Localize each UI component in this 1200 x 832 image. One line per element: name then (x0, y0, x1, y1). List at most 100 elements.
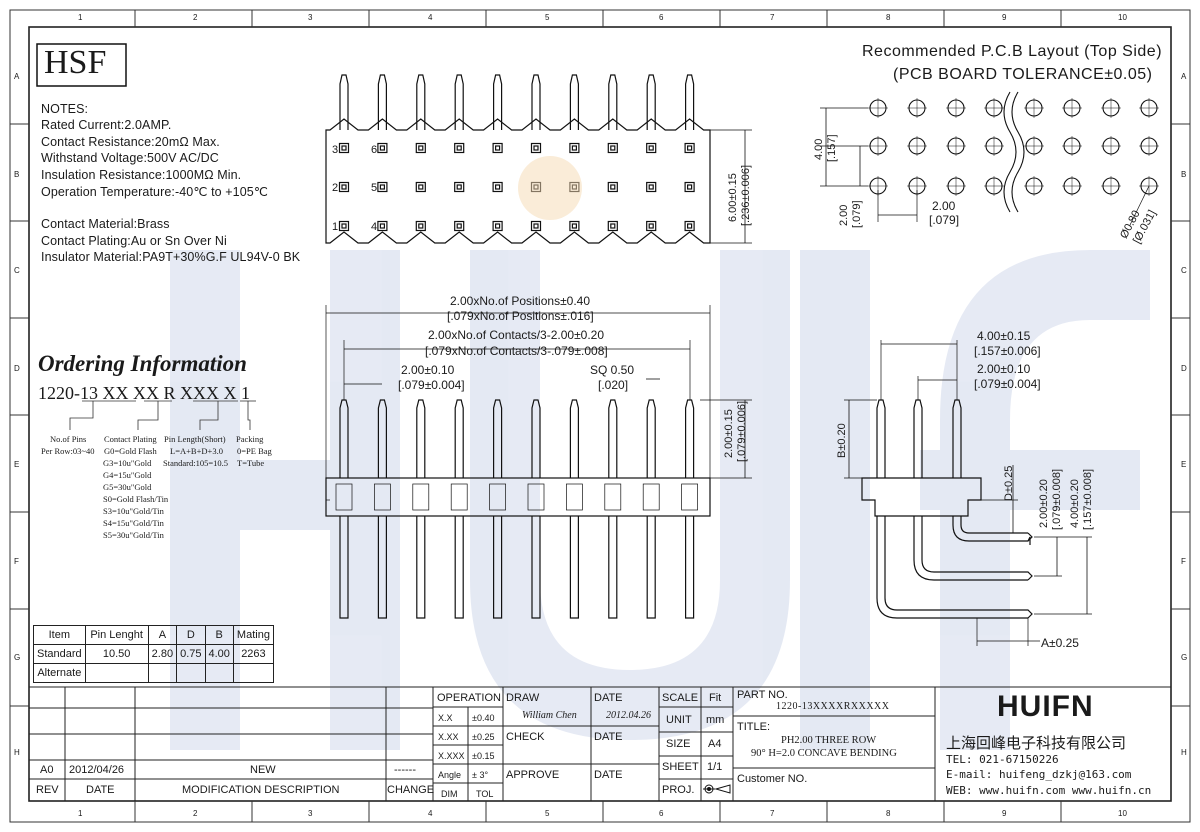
pin-square (569, 220, 580, 232)
pin-square-inner (686, 145, 693, 151)
zone-row-label: C (14, 266, 20, 275)
tb-check: CHECK (506, 731, 545, 743)
zone-row-label: E (14, 460, 20, 469)
pin-upper (646, 399, 656, 478)
tb-operation: OPERATION (437, 692, 501, 704)
ordering-code-part: XX (102, 383, 129, 403)
pin-upper (531, 399, 541, 478)
pin-upper (377, 399, 387, 478)
pin-lower (339, 516, 349, 619)
table-cell (176, 663, 206, 683)
notes-heading: NOTES: (41, 102, 89, 116)
tb-size-val: A4 (708, 738, 722, 750)
pin-square (454, 181, 465, 193)
zone-col-label: 6 (659, 809, 664, 818)
tb-tol-val: ±0.15 (472, 751, 495, 761)
side-v2-in: [.157±0.008] (1082, 468, 1094, 530)
side-pin-bend (876, 516, 1028, 619)
inner-border (28, 26, 1172, 802)
pin-square (454, 142, 465, 154)
ordering-pins-value: Per Row:03~40 (41, 446, 95, 456)
ordering-length-value: L=A+B+D+3.0 (170, 446, 223, 456)
pin-lower (608, 516, 618, 619)
zone-row-label: D (14, 364, 20, 373)
pcb-layout (820, 91, 1159, 226)
note-line: Operation Temperature:-40℃ to +105℃ (41, 185, 268, 199)
zone-row-label: F (14, 557, 19, 566)
pin-square-inner (648, 223, 654, 229)
pin-square-inner (686, 184, 693, 190)
pin-pocket (604, 483, 622, 511)
pin-square (492, 220, 503, 232)
table-cell (147, 663, 178, 683)
ordering-packing-value: 0=PE Bag (237, 446, 272, 456)
tb-title-line1: PH2.00 THREE ROW (781, 735, 877, 746)
zone-col-label: 10 (1118, 13, 1127, 22)
pin-top (416, 74, 426, 130)
pin-lower (685, 516, 695, 619)
hole-leader (1129, 185, 1150, 226)
top-height-dim-in: [.236±0.006] (740, 164, 752, 226)
pin-square-inner (495, 223, 501, 229)
pin-square-inner (341, 184, 347, 190)
rev-description: NEW (250, 764, 276, 776)
pin-pocket (642, 483, 660, 511)
zone-row-label: C (1181, 266, 1187, 275)
pin-lower (454, 516, 464, 619)
zone-col-label: 2 (193, 809, 198, 818)
pin-square (415, 220, 426, 232)
front-view (325, 305, 752, 619)
company-logo: HUIFN (997, 690, 1094, 723)
company-web: WEB: www.huifn.com www.huifn.cn (946, 784, 1152, 797)
pin-square (415, 142, 426, 154)
zone-col-label: 7 (770, 809, 775, 818)
rev-header: MODIFICATION DESCRIPTION (182, 784, 340, 796)
side-dim1-in: [.157±0.006] (974, 344, 1041, 358)
tb-tol-key: X.XXX (438, 751, 465, 761)
pin-pocket (527, 483, 545, 511)
tb-tol-val: ±0.40 (472, 713, 495, 723)
table-header: Mating (232, 625, 274, 645)
title-block-lines (29, 686, 1171, 801)
top-view-connector (325, 74, 752, 244)
zone-col-label: 7 (770, 13, 775, 22)
pcb-layout-title: Recommended P.C.B Layout (Top Side) (862, 43, 1163, 60)
note-line: Withstand Voltage:500V AC/DC (41, 151, 219, 165)
side-dim2-in: [.079±0.004] (974, 377, 1041, 391)
ordering-length-label: Pin Length(Short) (164, 434, 226, 444)
tb-draw-date: 2012.04.26 (606, 710, 651, 721)
zone-row-label: B (14, 170, 20, 179)
pcb-tolerance: (PCB BOARD TOLERANCE±0.05) (893, 66, 1153, 83)
pin-square (338, 220, 350, 232)
pin-square (569, 142, 580, 154)
pin-lower (416, 516, 426, 619)
pin-number: 4 (371, 221, 378, 233)
table-row: Standard 10.50 2.80 0.75 4.00 2263 (33, 644, 274, 664)
tb-dim: DIM (441, 789, 458, 799)
break-line (1011, 91, 1025, 213)
side-d: D±0.25 (1003, 465, 1015, 501)
pin-upper (416, 399, 426, 478)
zone-row-label: G (1181, 653, 1188, 662)
side-v1: 2.00±0.20 (1038, 479, 1050, 528)
zone-col-label: 8 (886, 13, 891, 22)
pin-square-inner (686, 223, 693, 229)
pin-square (607, 181, 618, 193)
pin-number: 3 (332, 144, 339, 156)
plating-option: G5=30u"Gold (103, 482, 152, 492)
plating-option: S5=30u"Gold/Tin (103, 530, 164, 540)
pin-lower (531, 516, 541, 619)
pin-square-inner (648, 145, 654, 151)
ordering-code-part: R (163, 383, 176, 403)
tb-tol-key: X.XX (438, 732, 459, 742)
table-row: Alternate (33, 663, 274, 683)
zone-row-label: H (1181, 748, 1187, 757)
front-positions: 2.00xNo.of Positions±0.40 (450, 294, 591, 308)
ordering-code-part: 1 (241, 383, 251, 403)
hsf-logo: HSF (44, 44, 107, 81)
front-contacts: 2.00xNo.of Contacts/3-2.00±0.20 (428, 328, 605, 342)
table-cell (204, 663, 234, 683)
ordering-title: Ordering Information (38, 351, 247, 376)
pin-number: 6 (371, 144, 378, 156)
